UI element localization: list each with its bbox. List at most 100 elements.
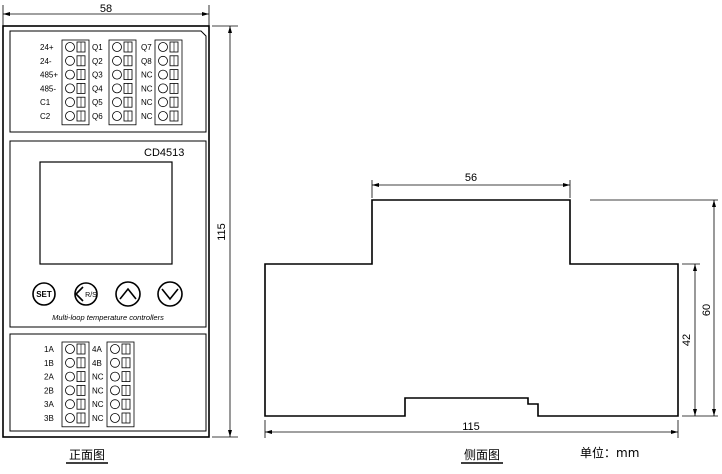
terminal-label: Q3: [92, 71, 103, 80]
terminal-label: 1B: [44, 359, 54, 368]
terminal-screw-icon: [65, 97, 75, 108]
terminal-block: [106, 341, 135, 428]
terminal-screw-icon: [158, 83, 168, 94]
terminal-screw-icon: [65, 385, 75, 396]
terminal-label: NC: [92, 414, 104, 423]
front-width-dim-label: 58: [100, 3, 112, 15]
arrow-down-icon: [161, 288, 179, 301]
terminal-label: C1: [40, 98, 51, 107]
terminal-label: NC: [92, 386, 104, 395]
terminal-screw-icon: [110, 357, 120, 368]
terminal-label: Q7: [141, 43, 152, 52]
arrow-icon: [202, 12, 209, 16]
terminal-screw-icon: [158, 111, 168, 121]
terminal-screw-icon: [65, 69, 75, 80]
terminal-label: Q2: [92, 57, 103, 66]
terminal-screw-icon: [112, 55, 122, 66]
terminal-label: 2B: [44, 386, 54, 395]
side-top-width-dim-label: 56: [465, 172, 477, 184]
terminal-screw-icon: [112, 69, 122, 80]
terminal-screw-icon: [110, 344, 120, 354]
terminal-screw-icon: [158, 42, 168, 52]
terminal-label: 1A: [44, 345, 54, 354]
terminal-screw-icon: [65, 42, 75, 52]
terminal-label: 4A: [92, 345, 102, 354]
terminal-screw-icon: [65, 111, 75, 121]
terminal-label: 485-: [40, 84, 56, 93]
subtitle-label: Multi-loop temperature controllers: [52, 313, 164, 322]
terminal-screw-icon: [65, 55, 75, 66]
terminal-screw-icon: [110, 413, 120, 423]
terminal-screw-icon: [112, 42, 122, 52]
front-outer-frame: [2, 25, 210, 438]
arrow-icon: [693, 409, 697, 416]
terminal-screw-icon: [65, 413, 75, 423]
arrow-icon: [671, 430, 678, 434]
arrow-icon: [228, 26, 232, 33]
display-panel: [9, 140, 207, 328]
arrow-up-icon: [119, 287, 137, 300]
side-profile-outline: [264, 199, 679, 417]
terminal-label: 24+: [40, 43, 54, 52]
terminal-screw-icon: [110, 371, 120, 382]
terminal-label: 3B: [44, 414, 54, 423]
arrow-icon: [228, 430, 232, 437]
terminal-screw-icon: [110, 385, 120, 396]
terminal-screw-icon: [65, 371, 75, 382]
terminal-label: NC: [92, 400, 104, 409]
terminal-label: 24-: [40, 57, 52, 66]
terminal-screw-icon: [158, 55, 168, 66]
model-label: CD4513: [144, 147, 184, 159]
set-button-label: SET: [36, 290, 52, 299]
terminal-label: Q8: [141, 57, 152, 66]
lcd-window: [39, 161, 173, 265]
terminal-label: 4B: [92, 359, 102, 368]
terminal-label: Q4: [92, 84, 103, 93]
terminal-screw-icon: [112, 83, 122, 94]
arrow-icon: [712, 409, 716, 416]
front-caption: 正面图: [69, 448, 105, 462]
terminal-block: [61, 39, 90, 126]
rs-arrow-left-icon: [74, 286, 84, 302]
terminal-screw-icon: [110, 399, 120, 410]
terminal-screw-icon: [65, 83, 75, 94]
terminal-screw-icon: [65, 344, 75, 354]
front-height-dim-label: 115: [216, 223, 228, 241]
terminal-label: NC: [141, 84, 153, 93]
arrow-icon: [372, 183, 379, 187]
terminal-label: 485+: [40, 71, 58, 80]
side-caption: 侧面图: [464, 448, 500, 462]
side-body-height-dim-label: 42: [681, 334, 693, 346]
terminal-label: Q5: [92, 98, 103, 107]
units-label: 单位：mm: [580, 445, 639, 460]
bottom-terminal-panel: [9, 333, 207, 432]
terminal-block: [61, 341, 90, 428]
side-bottom-width-dim-label: 115: [462, 421, 480, 433]
arrow-icon: [265, 430, 272, 434]
terminal-screw-icon: [158, 97, 168, 108]
terminal-label: NC: [141, 71, 153, 80]
terminal-label: Q1: [92, 43, 103, 52]
terminal-block: [108, 39, 137, 126]
terminal-label: 2A: [44, 373, 54, 382]
terminal-screw-icon: [112, 111, 122, 121]
up-button-outline: [115, 281, 141, 307]
terminal-label: NC: [141, 112, 153, 121]
terminal-label: NC: [92, 373, 104, 382]
terminal-label: C2: [40, 112, 51, 121]
rs-button-label: R/S: [85, 292, 97, 299]
terminal-screw-icon: [158, 69, 168, 80]
set-button-outline: [32, 282, 56, 306]
arrow-icon: [563, 183, 570, 187]
terminal-label: Q6: [92, 112, 103, 121]
terminal-label: 3A: [44, 400, 54, 409]
arrow-icon: [3, 12, 10, 16]
down-button-outline: [157, 281, 183, 307]
terminal-block: [154, 39, 183, 126]
side-total-height-dim-label: 60: [701, 304, 713, 316]
terminal-screw-icon: [65, 357, 75, 368]
terminal-label: NC: [141, 98, 153, 107]
terminal-screw-icon: [112, 97, 122, 108]
terminal-screw-icon: [65, 399, 75, 410]
